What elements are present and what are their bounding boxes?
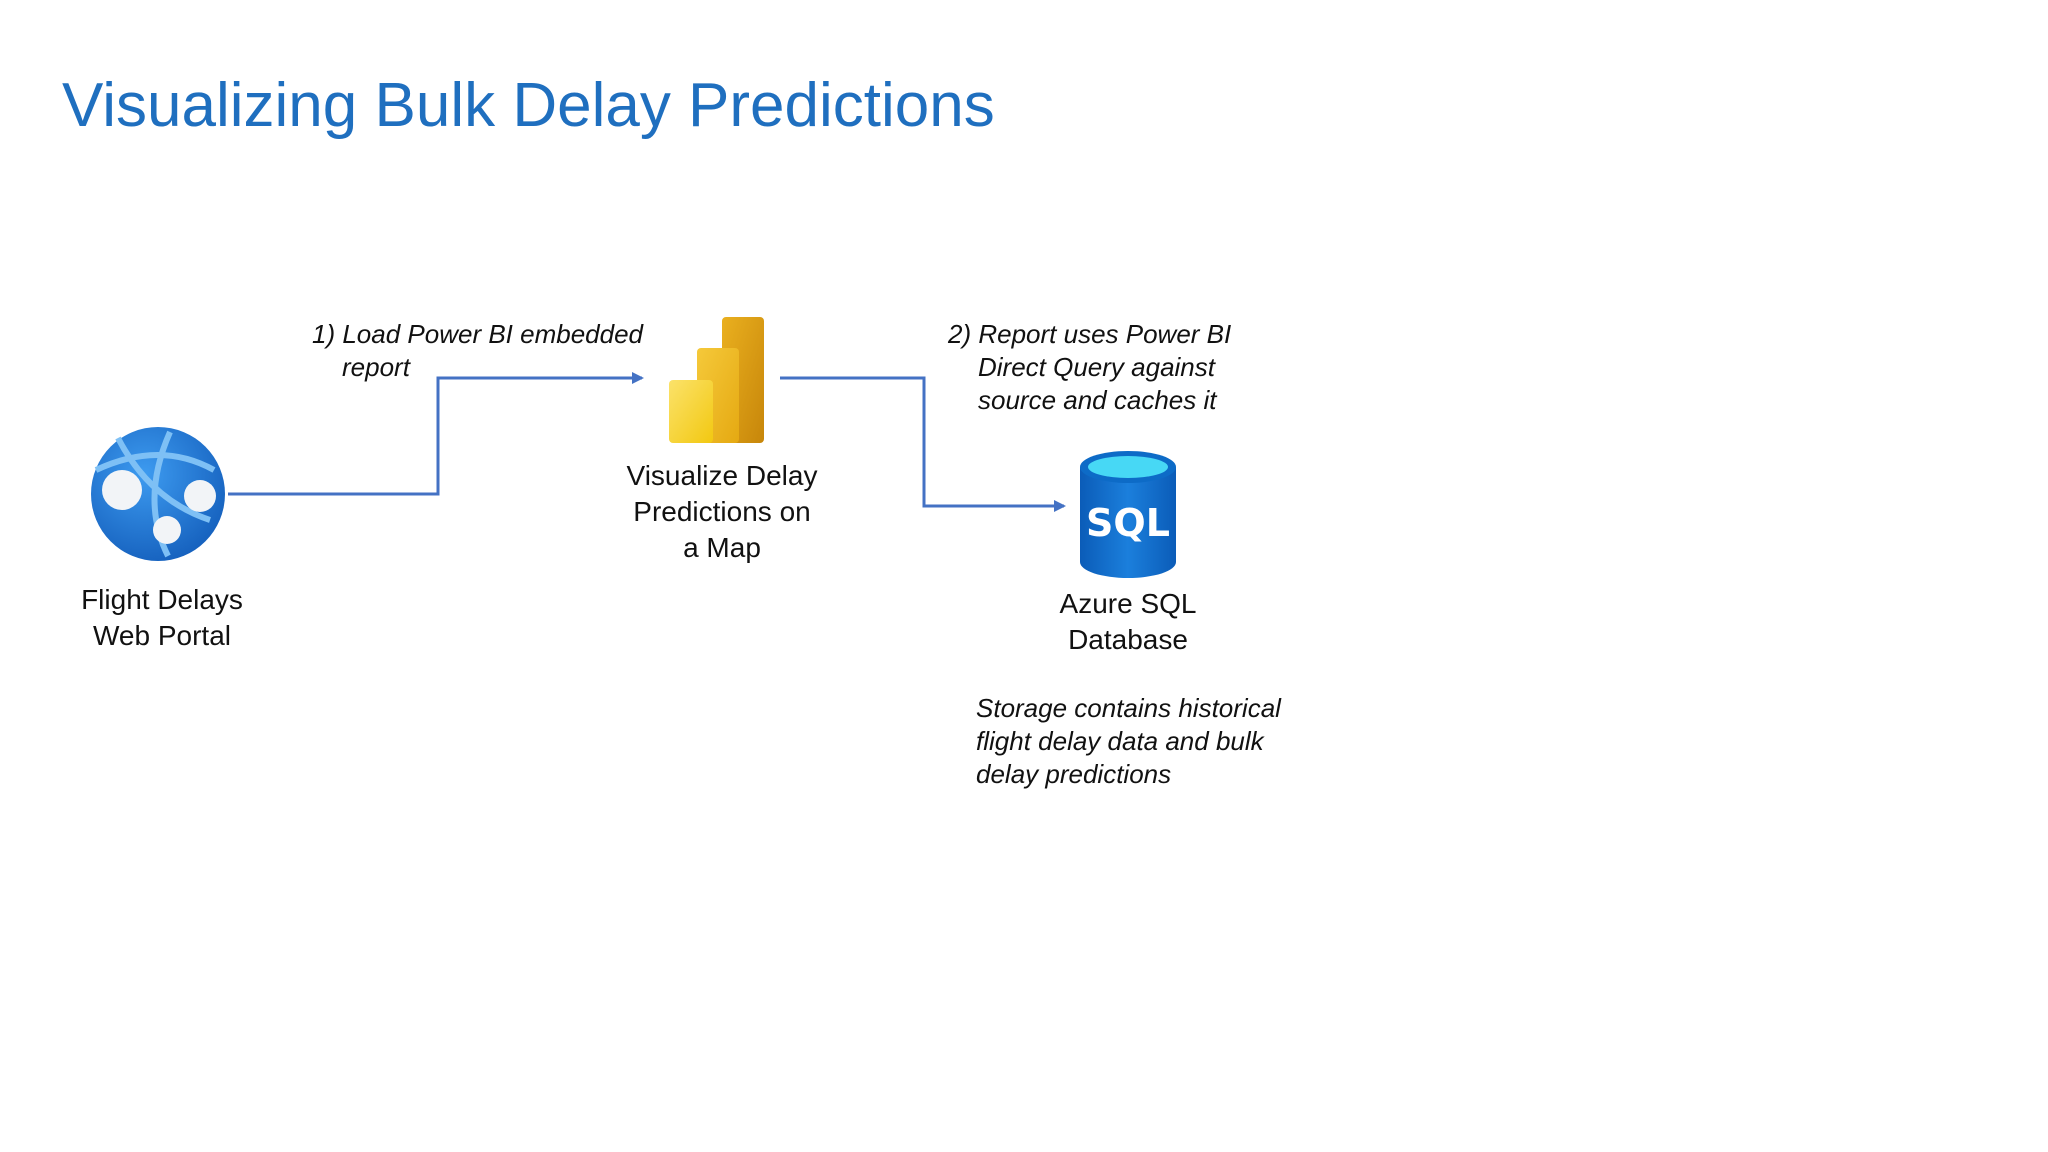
storage-note-line: flight delay data and bulk [976,726,1264,756]
power-bi-icon [669,317,764,443]
storage-note-line: Storage contains historical [976,693,1281,723]
storage-note-line: delay predictions [976,759,1172,789]
power-bi-label: Visualize Delay Predictions on a Map [612,458,832,566]
step2-line: 2) Report uses Power BI [948,319,1232,349]
web-portal-label-line: Web Portal [93,620,231,651]
storage-note: Storage contains historical flight delay… [976,692,1281,791]
slide-title: Visualizing Bulk Delay Predictions [62,71,995,140]
step1-line: 1) Load Power BI embedded [312,319,643,349]
power-bi-label-line: Predictions on [633,496,811,527]
power-bi-label-line: Visualize Delay [626,460,818,491]
sql-database-label-line: Azure SQL [1059,588,1197,619]
step2-line: Direct Query against [978,352,1215,382]
step1-annotation: 1) Load Power BI embedded report [312,318,643,384]
step1-line: report [342,352,410,382]
azure-sql-database-icon: SQL [1080,451,1176,578]
step2-line: source and caches it [978,385,1217,415]
sql-database-label: Azure SQL Database [1028,586,1228,658]
azure-app-service-icon [91,427,225,561]
connector-report-to-database [780,376,1066,512]
sql-database-label-line: Database [1068,624,1188,655]
power-bi-label-line: a Map [683,532,761,563]
step2-annotation: 2) Report uses Power BI Direct Query aga… [948,318,1231,417]
connector-portal-to-report [228,372,644,496]
web-portal-label: Flight Delays Web Portal [62,582,262,654]
sql-icon-text: SQL [1086,501,1170,545]
web-portal-label-line: Flight Delays [81,584,243,615]
